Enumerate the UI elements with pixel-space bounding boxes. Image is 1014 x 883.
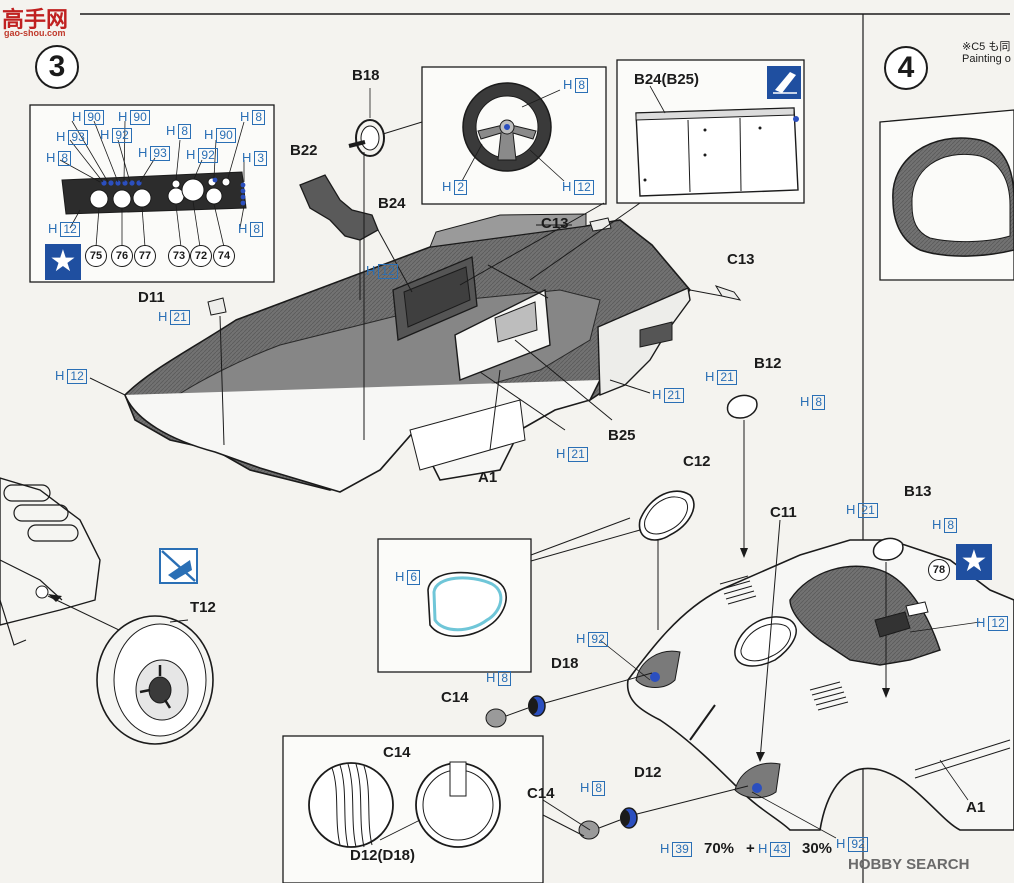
watermark-bottom: HOBBY SEARCH xyxy=(848,856,970,873)
step-number-3: 3 xyxy=(35,45,79,89)
step-number-4: 4 xyxy=(884,46,928,90)
decal-77: 77 xyxy=(134,245,156,267)
label-a1-b: A1 xyxy=(966,799,986,816)
label-c14-c: C14 xyxy=(527,785,555,802)
label-t12: T12 xyxy=(190,599,216,616)
label-b22: B22 xyxy=(290,142,318,159)
label-b12: B12 xyxy=(754,355,782,372)
label-b25: B25 xyxy=(608,427,636,444)
note-line1: ※C5 も同 xyxy=(962,41,1011,53)
seat-b22 xyxy=(299,174,379,241)
label-d12-d18: D12(D18) xyxy=(350,847,416,864)
decal-75: 75 xyxy=(85,245,107,267)
tamiya-star-icon: ★ xyxy=(45,244,81,280)
label-b18: B18 xyxy=(352,67,380,84)
mix-plus: + xyxy=(746,840,755,857)
tamiya-star-icon-2: ★ xyxy=(956,544,992,580)
label-d11: D11 xyxy=(138,289,165,306)
decal-78: 78 xyxy=(928,559,950,581)
label-c13-b: C13 xyxy=(727,251,755,268)
decal-76: 76 xyxy=(111,245,133,267)
label-b24-b25: B24(B25) xyxy=(634,71,700,88)
watermark-url: gao-shou.com xyxy=(4,28,66,38)
mix-pct-1: 70% xyxy=(704,840,735,857)
note-line2: Painting o xyxy=(962,53,1011,65)
decal-74: 74 xyxy=(213,245,235,267)
label-c14-a: C14 xyxy=(441,689,469,706)
label-c11: C11 xyxy=(770,504,797,521)
label-d18: D18 xyxy=(551,655,579,672)
watermark-brand: 高手网 xyxy=(2,7,69,32)
label-d12: D12 xyxy=(634,764,662,781)
label-c13-a: C13 xyxy=(541,215,569,232)
label-c12: C12 xyxy=(683,453,711,470)
label-c14-b: C14 xyxy=(383,744,411,761)
label-a1-a: A1 xyxy=(478,469,498,486)
label-b24: B24 xyxy=(378,195,406,212)
label-b13: B13 xyxy=(904,483,932,500)
decal-73: 73 xyxy=(168,245,190,267)
decal-72: 72 xyxy=(190,245,212,267)
mix-pct-2: 30% xyxy=(802,840,833,857)
